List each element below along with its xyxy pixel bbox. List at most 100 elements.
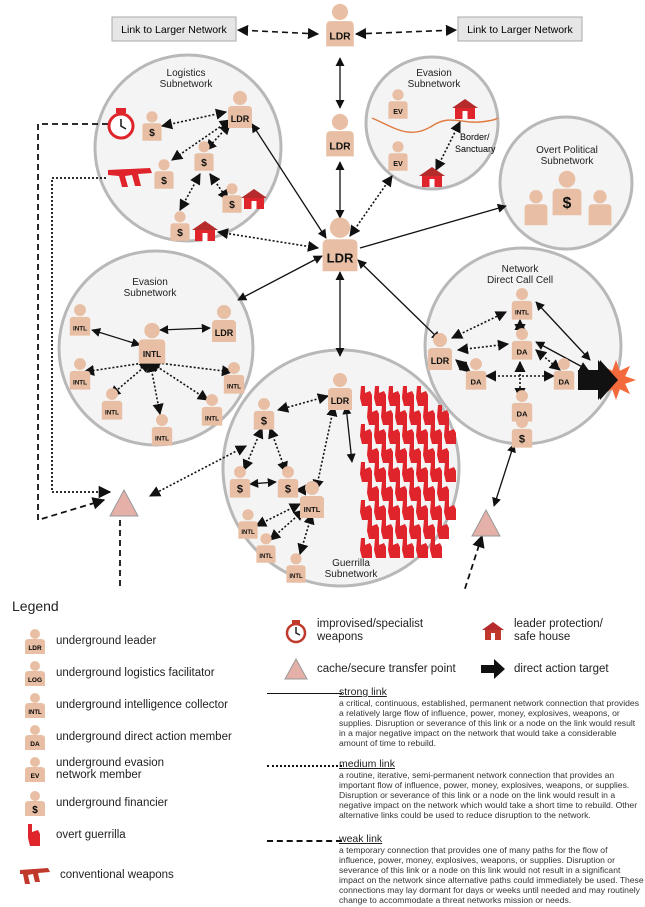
guerrilla-figure-14 [402, 424, 414, 444]
svg-text:EV: EV [31, 773, 40, 780]
evasion-intel-2: INTL [69, 358, 91, 390]
direct-call-da-2: DA [465, 358, 487, 390]
guerrilla-figure-10 [437, 405, 449, 425]
center-leader: LDR [322, 217, 358, 272]
evasion-top-title-1: Evasion [416, 68, 452, 79]
guerrilla-figure-35 [423, 481, 435, 501]
direct-action-target-arrow-head [584, 360, 618, 400]
guerrilla-figure-49 [437, 519, 449, 539]
guerrilla-intel-3: INTL [286, 553, 306, 583]
guerrilla-figure-7 [395, 405, 407, 425]
guerrilla-financier-1-label: $ [261, 416, 267, 428]
guerrilla-figure-3 [402, 386, 414, 406]
network-diagram: Link to Larger Network Link to Larger Ne… [37, 3, 636, 590]
evasion-intel-4-label: INTL [155, 436, 169, 443]
legend-direct-action: DA underground direct action member [22, 724, 232, 750]
guerrilla-financier-2-label: $ [237, 484, 243, 496]
intel-icon: INTL [25, 693, 45, 718]
evasion-intel-hub-label: INTL [143, 350, 161, 359]
legend-direct-action-label: underground direct action member [56, 731, 232, 743]
svg-text:LOG: LOG [28, 677, 42, 684]
top-leader-label: LDR [329, 32, 351, 43]
link-center-to-overt [359, 203, 507, 249]
overt-political-financier: $ [552, 170, 582, 216]
evasion-leader-label: LDR [215, 328, 234, 338]
evasion-intel-hub: INTL [138, 322, 166, 364]
link-center-to-log-house [216, 228, 320, 252]
guerrilla-figure-51 [374, 538, 386, 558]
logistics-safehouse-1 [241, 189, 267, 209]
guerrilla-figure-50 [360, 538, 372, 558]
legend-weapons: conventional weapons [18, 862, 174, 888]
mid-leader: LDR [326, 113, 354, 157]
logistics-financier-left-label: $ [161, 176, 167, 187]
leader-icon: LDR [25, 629, 45, 654]
guerrilla-figure-9 [423, 405, 435, 425]
guerrilla-figure-23 [437, 443, 449, 463]
evasion-intel-2-label: INTL [73, 380, 87, 387]
guerrilla-intel-hub-label: INTL [304, 505, 321, 514]
legend-safehouse: leader protection/safe house [480, 618, 603, 644]
link-log-ldr-to-fin1 [160, 108, 228, 130]
evasion-top-safehouse-2 [419, 167, 445, 187]
svg-text:LDR: LDR [28, 645, 42, 652]
direct-call-intel: INTL [511, 288, 533, 320]
guerrilla-figure-32 [381, 481, 393, 501]
link-ied-to-cache-weak [37, 123, 108, 522]
border-label-1: Border/ [460, 132, 490, 142]
guerrilla-figure-53 [402, 538, 414, 558]
evasion-top-member-1-label: EV [393, 107, 403, 116]
logistics-title-1: Logistics [167, 68, 206, 79]
guerrilla-figure-41 [416, 500, 428, 520]
guerrilla-figure-13 [388, 424, 400, 444]
legend-logistics-label: underground logistics facilitator [56, 667, 215, 679]
guerrilla-figure-6 [381, 405, 393, 425]
logistics-leader-label: LDR [231, 114, 250, 124]
legend-leader-label: underground leader [56, 635, 157, 647]
link-weapons-to-cache-medium [51, 177, 112, 499]
border-line [371, 117, 499, 134]
link-evasion-intl-to-ldr [159, 323, 211, 335]
guerrilla-figure-28 [416, 462, 428, 482]
logistics-financier-1: $ [142, 111, 162, 141]
guerrilla-figure-17 [444, 424, 456, 444]
guerrilla-figure-48 [423, 519, 435, 539]
logistics-icon: LOG [25, 661, 45, 686]
link-evasion-intl-spoke-3 [149, 361, 209, 401]
svg-text:$: $ [32, 805, 38, 816]
link-dc-fin-to-cache [492, 443, 516, 507]
guerrilla-figure-15 [416, 424, 428, 444]
logistics-financier-4-label: $ [229, 200, 235, 211]
guerrilla-figure-25 [374, 462, 386, 482]
guerrilla-leader: LDR [328, 373, 352, 410]
evasion-top-title-2: Subnetwork [408, 79, 462, 90]
evasion-mid-title-1: Evasion [132, 277, 168, 288]
strong-link-line [267, 693, 342, 694]
logistics-financier-2: $ [194, 141, 214, 171]
guerrilla-figure-4 [416, 386, 428, 406]
direct-action-icon: DA [25, 725, 45, 750]
guerrilla-figure-0 [360, 386, 372, 406]
direct-call-leader-label: LDR [431, 356, 450, 366]
link-dc-ldr-to-da2 [455, 359, 471, 373]
evasion-top-member-2: EV [388, 141, 408, 171]
conventional-weapons-icon [20, 868, 50, 884]
overt-political-title-2: Subnetwork [541, 156, 595, 167]
logistics-financier-3: $ [170, 211, 190, 241]
legend-leader: LDR underground leader [22, 628, 156, 654]
medium-link-desc: a routine, iterative, semi-permanent net… [339, 770, 638, 820]
clock-bomb-icon [285, 620, 307, 644]
evasion-intel-1-label: INTL [73, 326, 87, 333]
link-dc-ldr-to-da1 [456, 339, 510, 355]
weak-link-name: weak link [339, 833, 383, 845]
link-top-ldr-to-right-box [354, 24, 458, 40]
svg-text:INTL: INTL [28, 710, 42, 716]
legend-ied-label-2: weapons [317, 631, 364, 643]
link-dc-da1-to-target [535, 341, 589, 371]
legend-safehouse-label-1: leader protection/ [514, 618, 603, 630]
link-evasion-intl-spoke-4 [148, 357, 234, 377]
strong-link-name: strong link [339, 686, 387, 698]
top-leader: LDR [326, 3, 354, 47]
